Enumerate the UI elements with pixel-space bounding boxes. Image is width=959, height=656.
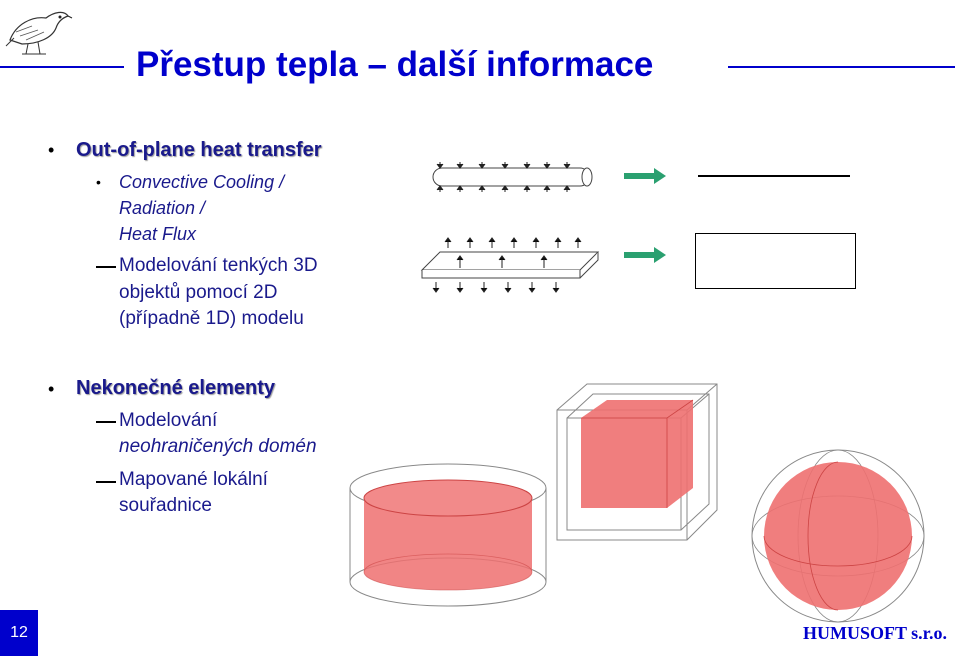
arrow-right-icon	[624, 247, 666, 263]
thin-cylinder-diagram	[432, 162, 593, 192]
page-title: Přestup tepla – další informace	[136, 45, 654, 84]
bird-logo-icon	[5, 11, 73, 55]
sub-italic-line-1: Convective Cooling /	[119, 172, 285, 192]
infinite-cylinder-domain	[349, 463, 547, 607]
sub-item-2-line-2: souřadnice	[119, 495, 212, 516]
dash-icon	[96, 481, 116, 483]
bullet-dot-icon: •	[48, 140, 55, 160]
company-brand: HUMUSOFT s.r.o.	[802, 623, 947, 643]
bullet-dot-icon: •	[96, 174, 101, 190]
sub-line-1: Modelování tenkých 3D	[119, 255, 318, 276]
sub-line-3: (případně 1D) modelu	[119, 308, 304, 329]
sub-italic-line-2: Radiation /	[119, 198, 206, 218]
sub-item-1-line-2: neohraničených domén	[119, 436, 317, 457]
infinite-cube-domain	[556, 383, 718, 541]
title-rule-right	[728, 66, 955, 68]
thin-plate-diagram	[420, 237, 600, 293]
sub-italic-line-3: Heat Flux	[119, 224, 197, 244]
arrow-right-icon	[624, 168, 666, 184]
bullet-dot-icon: •	[48, 379, 55, 399]
sub-item-1-line-1: Modelování	[119, 410, 218, 431]
sub-item-2-line-1: Mapované lokální	[119, 469, 268, 490]
line-model	[698, 175, 850, 177]
bullet-heading-1: Out-of-plane heat transfer	[76, 139, 322, 161]
slide-number: 12	[0, 610, 38, 656]
sub-line-2: objektů pomocí 2D	[119, 282, 278, 303]
title-rule-left	[0, 66, 124, 68]
rectangle-model	[695, 233, 856, 289]
dash-icon	[96, 266, 116, 268]
dash-icon	[96, 421, 116, 423]
infinite-sphere-domain	[751, 449, 925, 623]
bullet-heading-2: Nekonečné elementy	[76, 377, 275, 399]
